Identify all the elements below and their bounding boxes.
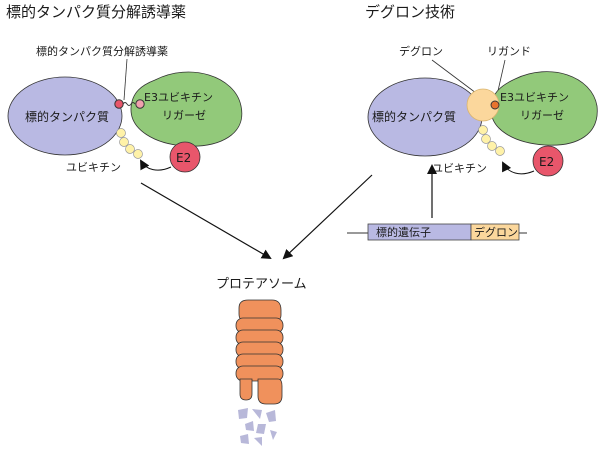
target-protein-left-label: 標的タンパク質 xyxy=(25,109,109,124)
ubiquitin-chain-right xyxy=(478,125,505,156)
e3-ligase-right-label-2: リガーゼ xyxy=(520,109,564,122)
proteasome-label: プロテアソーム xyxy=(216,277,307,292)
gene-degron-label: デグロン xyxy=(474,225,518,239)
right-to-proteasome-arrow xyxy=(282,174,373,260)
degron-leader-line xyxy=(431,59,477,94)
degrader-warhead xyxy=(114,99,124,109)
e3-ligase-left-label-1: E3ユビキチン xyxy=(144,91,213,104)
target-protein-right-label: 標的タンパク質 xyxy=(372,109,456,124)
proteasome xyxy=(235,299,284,405)
degrader-linker xyxy=(122,102,136,106)
ligand-label: リガンド xyxy=(487,45,531,58)
e3-ligase-left-label-2: リガーゼ xyxy=(162,109,206,122)
e2-right-label: E2 xyxy=(539,155,554,169)
drug-label: 標的タンパク質分解誘導薬 xyxy=(36,44,168,58)
left-to-proteasome-arrow xyxy=(140,182,272,260)
ubiquitin-transfer-arrow-left xyxy=(140,159,172,171)
e3-ligase-right-label-1: E3ユビキチン xyxy=(500,91,569,104)
ubiquitin-transfer-arrow-right xyxy=(502,161,535,175)
peptide-fragments xyxy=(238,408,277,446)
gene-target-label: 標的遺伝子 xyxy=(376,225,431,239)
ubiquitin-left-label: ユビキチン xyxy=(66,161,121,174)
ubiquitin-right-label: ユビキチン xyxy=(432,162,487,175)
e2-right xyxy=(532,145,564,177)
e2-left-label: E2 xyxy=(176,151,191,165)
ubiquitin-chain-left xyxy=(116,128,143,159)
e2-left xyxy=(169,141,201,173)
drug-leader-line xyxy=(123,58,128,101)
gene-degron-segment xyxy=(470,223,520,241)
left-panel-title: 標的タンパク質分解誘導薬 xyxy=(6,3,186,21)
target-protein-left xyxy=(7,76,123,156)
degrader-e3-binder xyxy=(135,99,145,109)
ligand-dot xyxy=(490,100,500,110)
degron-label: デグロン xyxy=(399,44,443,58)
right-panel-title: デグロン技術 xyxy=(365,3,455,21)
